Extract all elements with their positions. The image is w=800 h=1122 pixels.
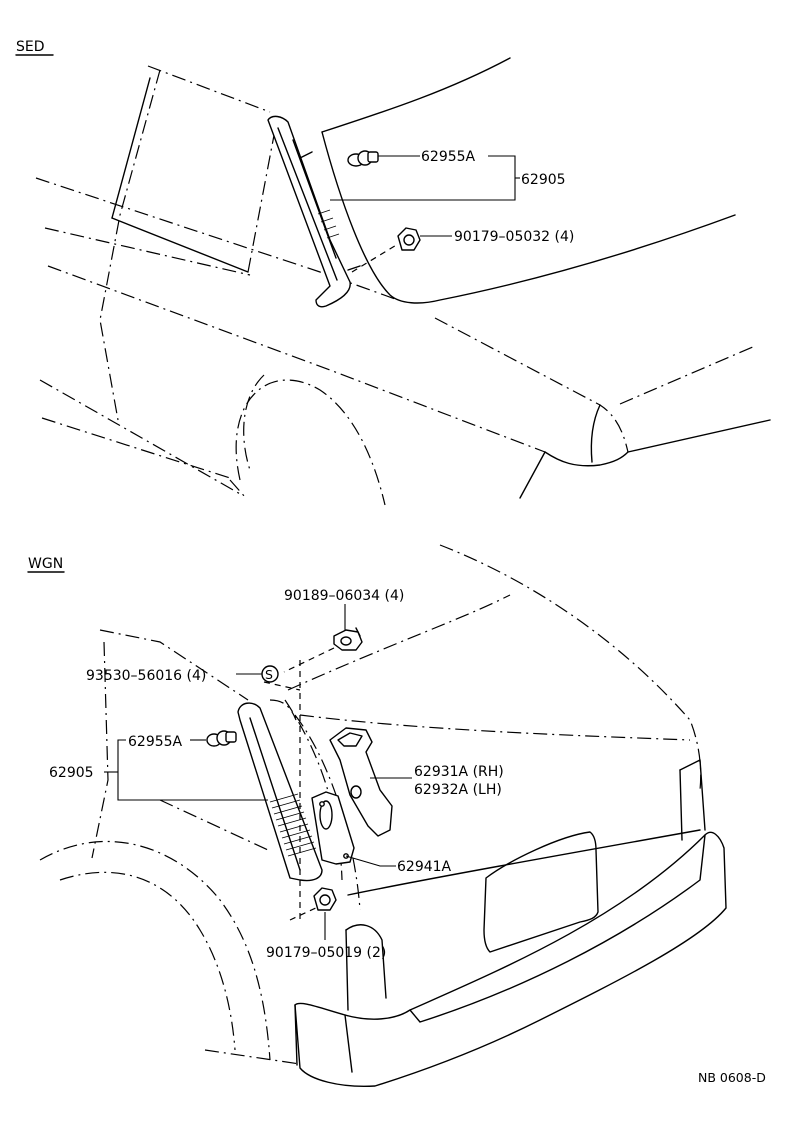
sedan-assembly-label: 62905 [521,172,566,188]
wagon-assembly-label: 62905 [49,765,94,781]
washer-mark: S [265,667,273,682]
wagon-washer-dash [263,681,301,691]
wagon-screw-icon [333,627,363,651]
sedan-nut-icon [397,227,421,251]
wagon-garnish [237,702,323,882]
wagon-screw-dash [283,647,335,673]
wagon-section: WGN [27,544,727,1088]
wagon-gasket-label: 62941A [397,859,452,875]
sedan-body-outline [35,57,771,506]
wagon-clip-icon [206,730,237,747]
wagon-washer-label: 93530–56016 (4) [86,668,206,684]
wagon-washer-icon: S [261,665,279,683]
sedan-section-label: SED [16,39,45,55]
wagon-clip-label: 62955A [128,734,183,750]
wagon-gasket [311,791,355,865]
wagon-section-label: WGN [28,556,63,572]
wagon-assembly-bracket [117,739,268,801]
wagon-gasket-leader [345,855,396,867]
wagon-bracket-rh-label: 62931A (RH) [414,764,504,780]
sedan-garnish [267,115,361,308]
wagon-screw-label: 90189–06034 (4) [284,588,404,604]
wagon-bracket-lh-label: 62932A (LH) [414,782,502,798]
sedan-nut-label: 90179–05032 (4) [454,229,574,245]
wagon-body-outline [39,544,727,1088]
wagon-lower-dash [289,905,321,921]
wagon-nut-icon [313,887,337,911]
sedan-section: SED [15,39,771,506]
wagon-nut-label: 90179–05019 (2) [266,945,386,961]
sedan-nut-dash [351,243,399,273]
wagon-bracket [329,727,393,837]
sedan-clip-icon [347,150,379,167]
figure-id: NB 0608-D [698,1070,766,1085]
sedan-clip-label: 62955A [421,149,476,165]
